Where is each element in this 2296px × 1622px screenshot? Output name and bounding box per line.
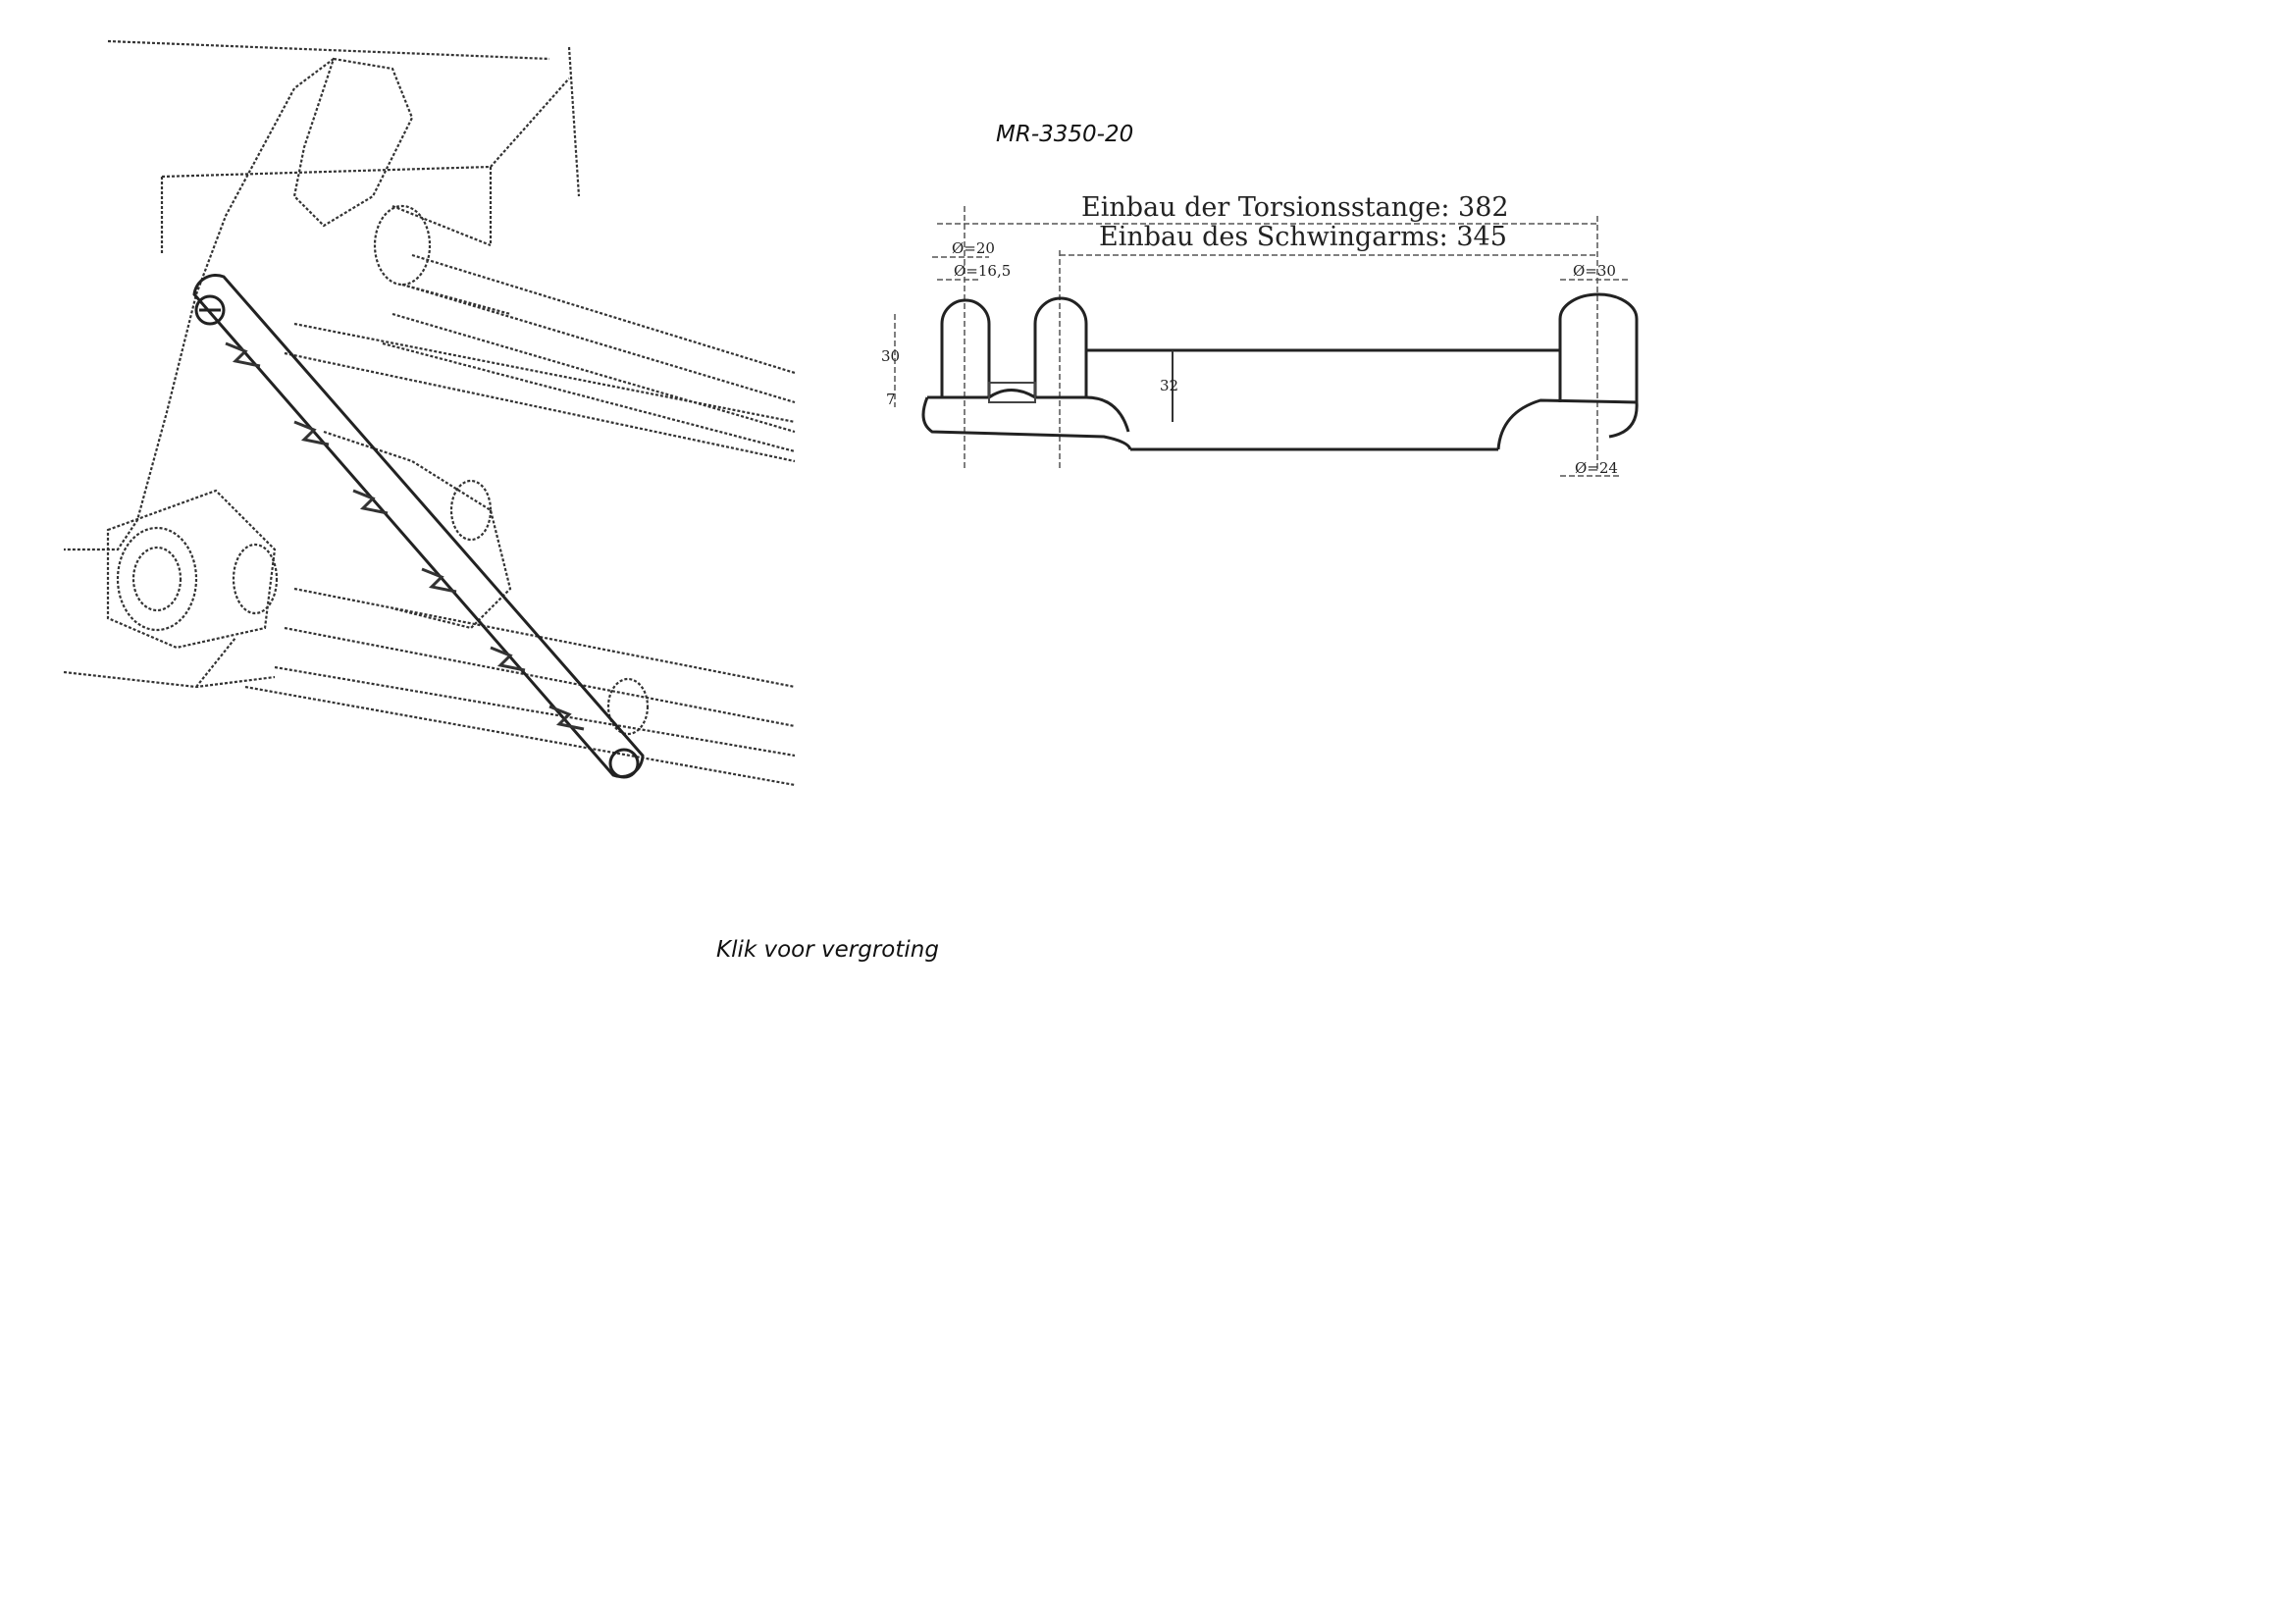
enlarge-link[interactable]: Klik voor vergroting — [716, 937, 939, 963]
height-32-label: 32 — [1160, 377, 1178, 394]
part-number: MR-3350-20 — [996, 122, 1134, 147]
diameter-30-label: Ø=30 — [1573, 262, 1616, 280]
trailing-arm — [192, 273, 645, 779]
diameter-16-5-label: Ø=16,5 — [954, 262, 1011, 280]
diameter-20-label: Ø=20 — [952, 239, 995, 257]
suspension-illustration[interactable] — [63, 39, 796, 787]
diameter-24-label: Ø=24 — [1575, 459, 1618, 477]
height-30-label: 30 — [881, 347, 900, 365]
torsion-bar-label: Einbau der Torsionsstange: 382 — [1081, 192, 1509, 223]
swing-arm-label: Einbau des Schwingarms: 345 — [1099, 222, 1507, 252]
dimension-drawing: Einbau der Torsionsstange: 382 Einbau de… — [881, 192, 1639, 477]
height-7-label: 7 — [886, 391, 896, 408]
